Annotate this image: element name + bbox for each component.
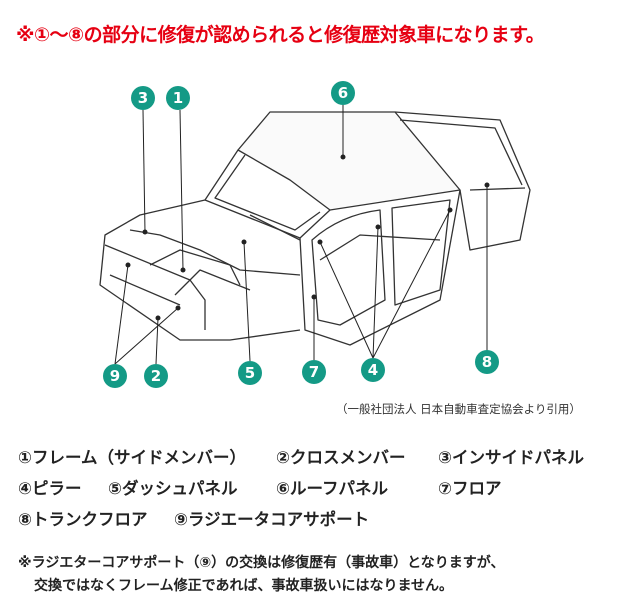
badge-8: 8 [475, 350, 499, 374]
legend-item: ⑧トランクフロア [18, 510, 148, 529]
badge-9: 9 [103, 364, 127, 388]
badge-5: 5 [238, 361, 262, 385]
source-credit: （一般社団法人 日本自動車査定協会より引用） [336, 402, 581, 416]
badge-4: 4 [361, 358, 385, 382]
badge-6: 6 [331, 81, 355, 105]
legend-item: ②クロスメンバー [276, 448, 406, 467]
badge-2: 2 [144, 364, 168, 388]
badge-7: 7 [302, 360, 326, 384]
note-line-1: ※ラジエターコアサポート（⑨）の交換は修復歴有（事故車）となりますが、 [18, 555, 505, 571]
badge-3: 3 [131, 86, 155, 110]
legend-item: ⑤ダッシュパネル [108, 479, 238, 498]
car-body-diagram [99, 105, 531, 365]
legend-item: ⑨ラジエータコアサポート [174, 510, 370, 529]
legend-item: ③インサイドパネル [438, 448, 584, 467]
note-line-2: 交換ではなくフレーム修正であれば、事故車扱いにはなりません。 [34, 578, 454, 594]
legend-item: ①フレーム（サイドメンバー） [18, 448, 246, 467]
legend-item: ⑦フロア [438, 479, 502, 498]
page-title: ※①〜⑧の部分に修復が認められると修復歴対象車になります。 [16, 24, 545, 46]
legend-item: ④ピラー [18, 479, 82, 498]
legend-item: ⑥ルーフパネル [276, 479, 388, 498]
badge-1: 1 [166, 86, 190, 110]
